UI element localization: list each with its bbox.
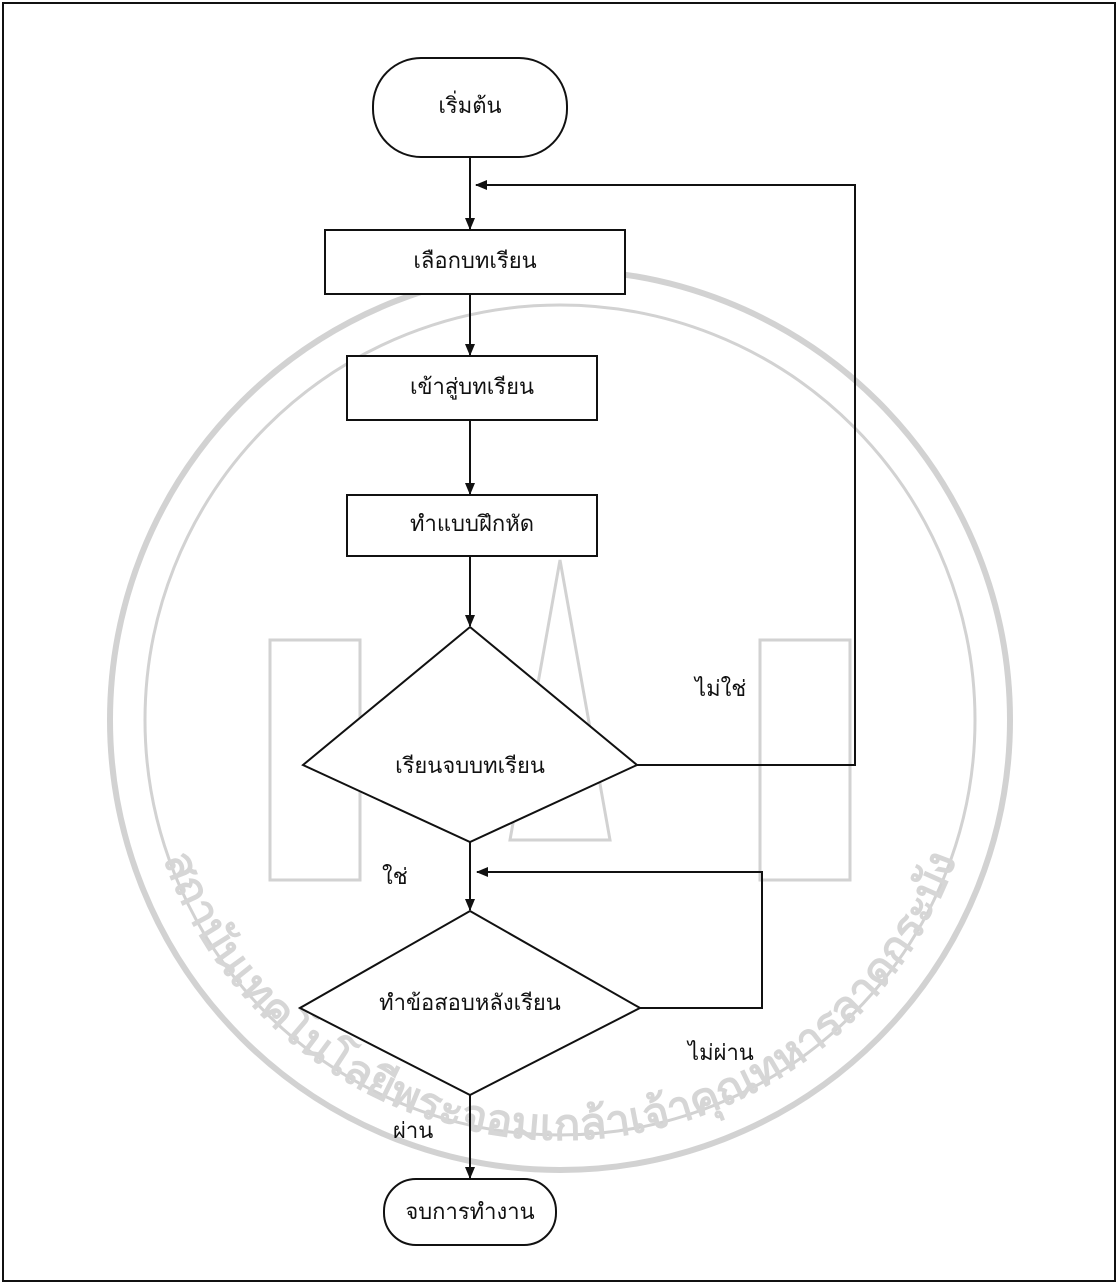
post-test-label: ทำข้อสอบหลังเรียน	[379, 991, 561, 1016]
enter-lesson-label: เข้าสู่บทเรียน	[410, 375, 534, 400]
fail-label: ไม่ผ่าน	[686, 1040, 754, 1066]
do-exercise-process: ทำแบบฝึกหัด	[346, 494, 598, 557]
start-terminal: เริ่มต้น	[372, 57, 568, 158]
pass-label: ผ่าน	[393, 1119, 433, 1144]
select-lesson-process: เลือกบทเรียน	[324, 229, 626, 295]
end-terminal: จบการทำงาน	[383, 1178, 557, 1246]
end-label: จบการทำงาน	[405, 1200, 534, 1225]
do-exercise-label: ทำแบบฝึกหัด	[410, 512, 534, 537]
select-lesson-label: เลือกบทเรียน	[413, 249, 536, 274]
finished-lesson-decision: เรียนจบบทเรียน	[301, 625, 639, 844]
yes-label: ใช่	[382, 864, 408, 890]
connector-lines	[465, 157, 856, 1179]
post-test-decision: ทำข้อสอบหลังเรียน	[297, 909, 643, 1097]
start-label: เริ่มต้น	[438, 90, 501, 119]
enter-lesson-process: เข้าสู่บทเรียน	[346, 355, 598, 421]
no-label: ไม่ใช่	[693, 676, 746, 702]
finished-lesson-label: เรียนจบบทเรียน	[395, 754, 545, 779]
